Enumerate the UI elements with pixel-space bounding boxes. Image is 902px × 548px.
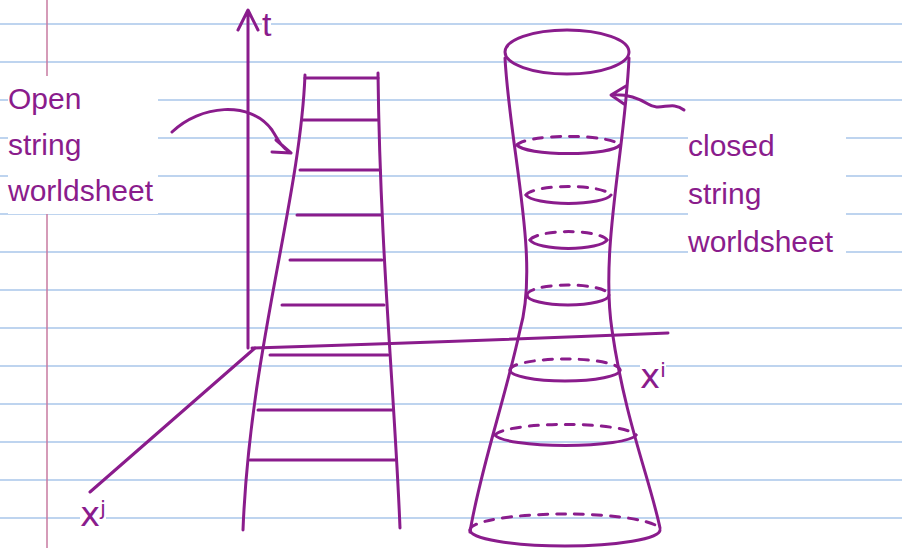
- axis-label: xʲ: [80, 494, 106, 534]
- closed-string-edge: [609, 58, 660, 528]
- open-string-edge: [243, 75, 305, 530]
- closed-string-slice-back: [470, 136, 660, 530]
- ruled-lines: [0, 24, 902, 518]
- axis-label: xⁱ: [640, 356, 666, 396]
- xj-axis: [90, 348, 255, 492]
- open-string-slices: [250, 78, 395, 460]
- closed-string-top: [505, 30, 629, 74]
- t-axis: [238, 10, 258, 348]
- axis-label: t: [262, 4, 271, 44]
- callout-label: closed string worldsheet: [688, 122, 846, 266]
- leader-arrow: [611, 86, 684, 110]
- callout-label: Open string worldsheet: [8, 76, 158, 214]
- closed-string-slice-front: [470, 145, 660, 546]
- closed-string-edge: [470, 58, 527, 532]
- xi-axis: [252, 333, 668, 348]
- leader-arrow: [172, 110, 291, 153]
